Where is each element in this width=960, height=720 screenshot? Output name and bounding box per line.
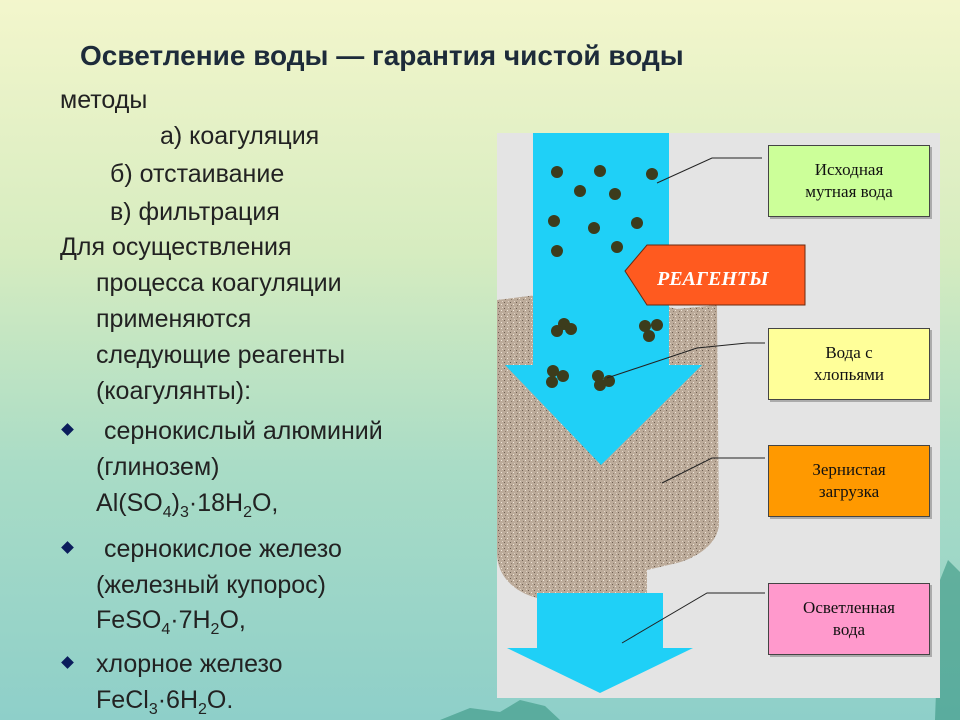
slide-title: Осветление воды — гарантия чистой воды [80, 40, 684, 71]
reagent-2-formula: FeSO4·7H2O, [96, 606, 246, 639]
clarified-water-arrow [507, 593, 693, 693]
reagent-2-alias: (железный купорос) [96, 571, 327, 599]
methods-heading: методы [60, 86, 148, 114]
reagent-arrow [624, 244, 806, 306]
reagent-arrow-label: РЕАГЕНТЫ [656, 268, 769, 290]
leader-lines [606, 157, 765, 644]
turbid-particles [548, 165, 658, 257]
intro-line-3: применяются [96, 305, 252, 333]
flocs [546, 318, 663, 391]
diagram-drawing: РЕАГЕНТЫ [497, 133, 806, 693]
bullet-icon [61, 541, 74, 554]
reagent-1-formula-text: Al(SO4)3·18H2O, [96, 489, 279, 521]
reagent-1-formula: Al(SO4)3·18H2O, [96, 489, 278, 522]
water-arrowhead [505, 365, 702, 465]
bullet-icon [61, 423, 74, 436]
reagent-1-alias: (глинозем) [96, 453, 220, 481]
intro-line-1: Для осуществления [60, 233, 292, 261]
reagent-1-name: сернокислый алюминий [104, 417, 383, 445]
intro-line-2: процесса коагуляции [96, 269, 342, 297]
reagent-3-formula-text: FeCl3·6H2O. [96, 686, 234, 718]
method-settling: б) отстаивание [110, 160, 285, 188]
intro-line-4: следующие реагенты [96, 341, 346, 369]
method-filtration: в) фильтрация [110, 198, 280, 226]
reagent-3-name: хлорное железо [96, 650, 283, 678]
reagent-2-name: сернокислое железо [104, 535, 342, 563]
intro-line-5: (коагулянты): [96, 377, 252, 405]
method-coagulation: а) коагуляция [160, 122, 320, 150]
reagent-3-formula: FeCl3·6H2O. [96, 686, 233, 719]
bullet-icon [61, 656, 74, 669]
reagent-2-formula-text: FeSO4·7H2O, [96, 606, 246, 638]
